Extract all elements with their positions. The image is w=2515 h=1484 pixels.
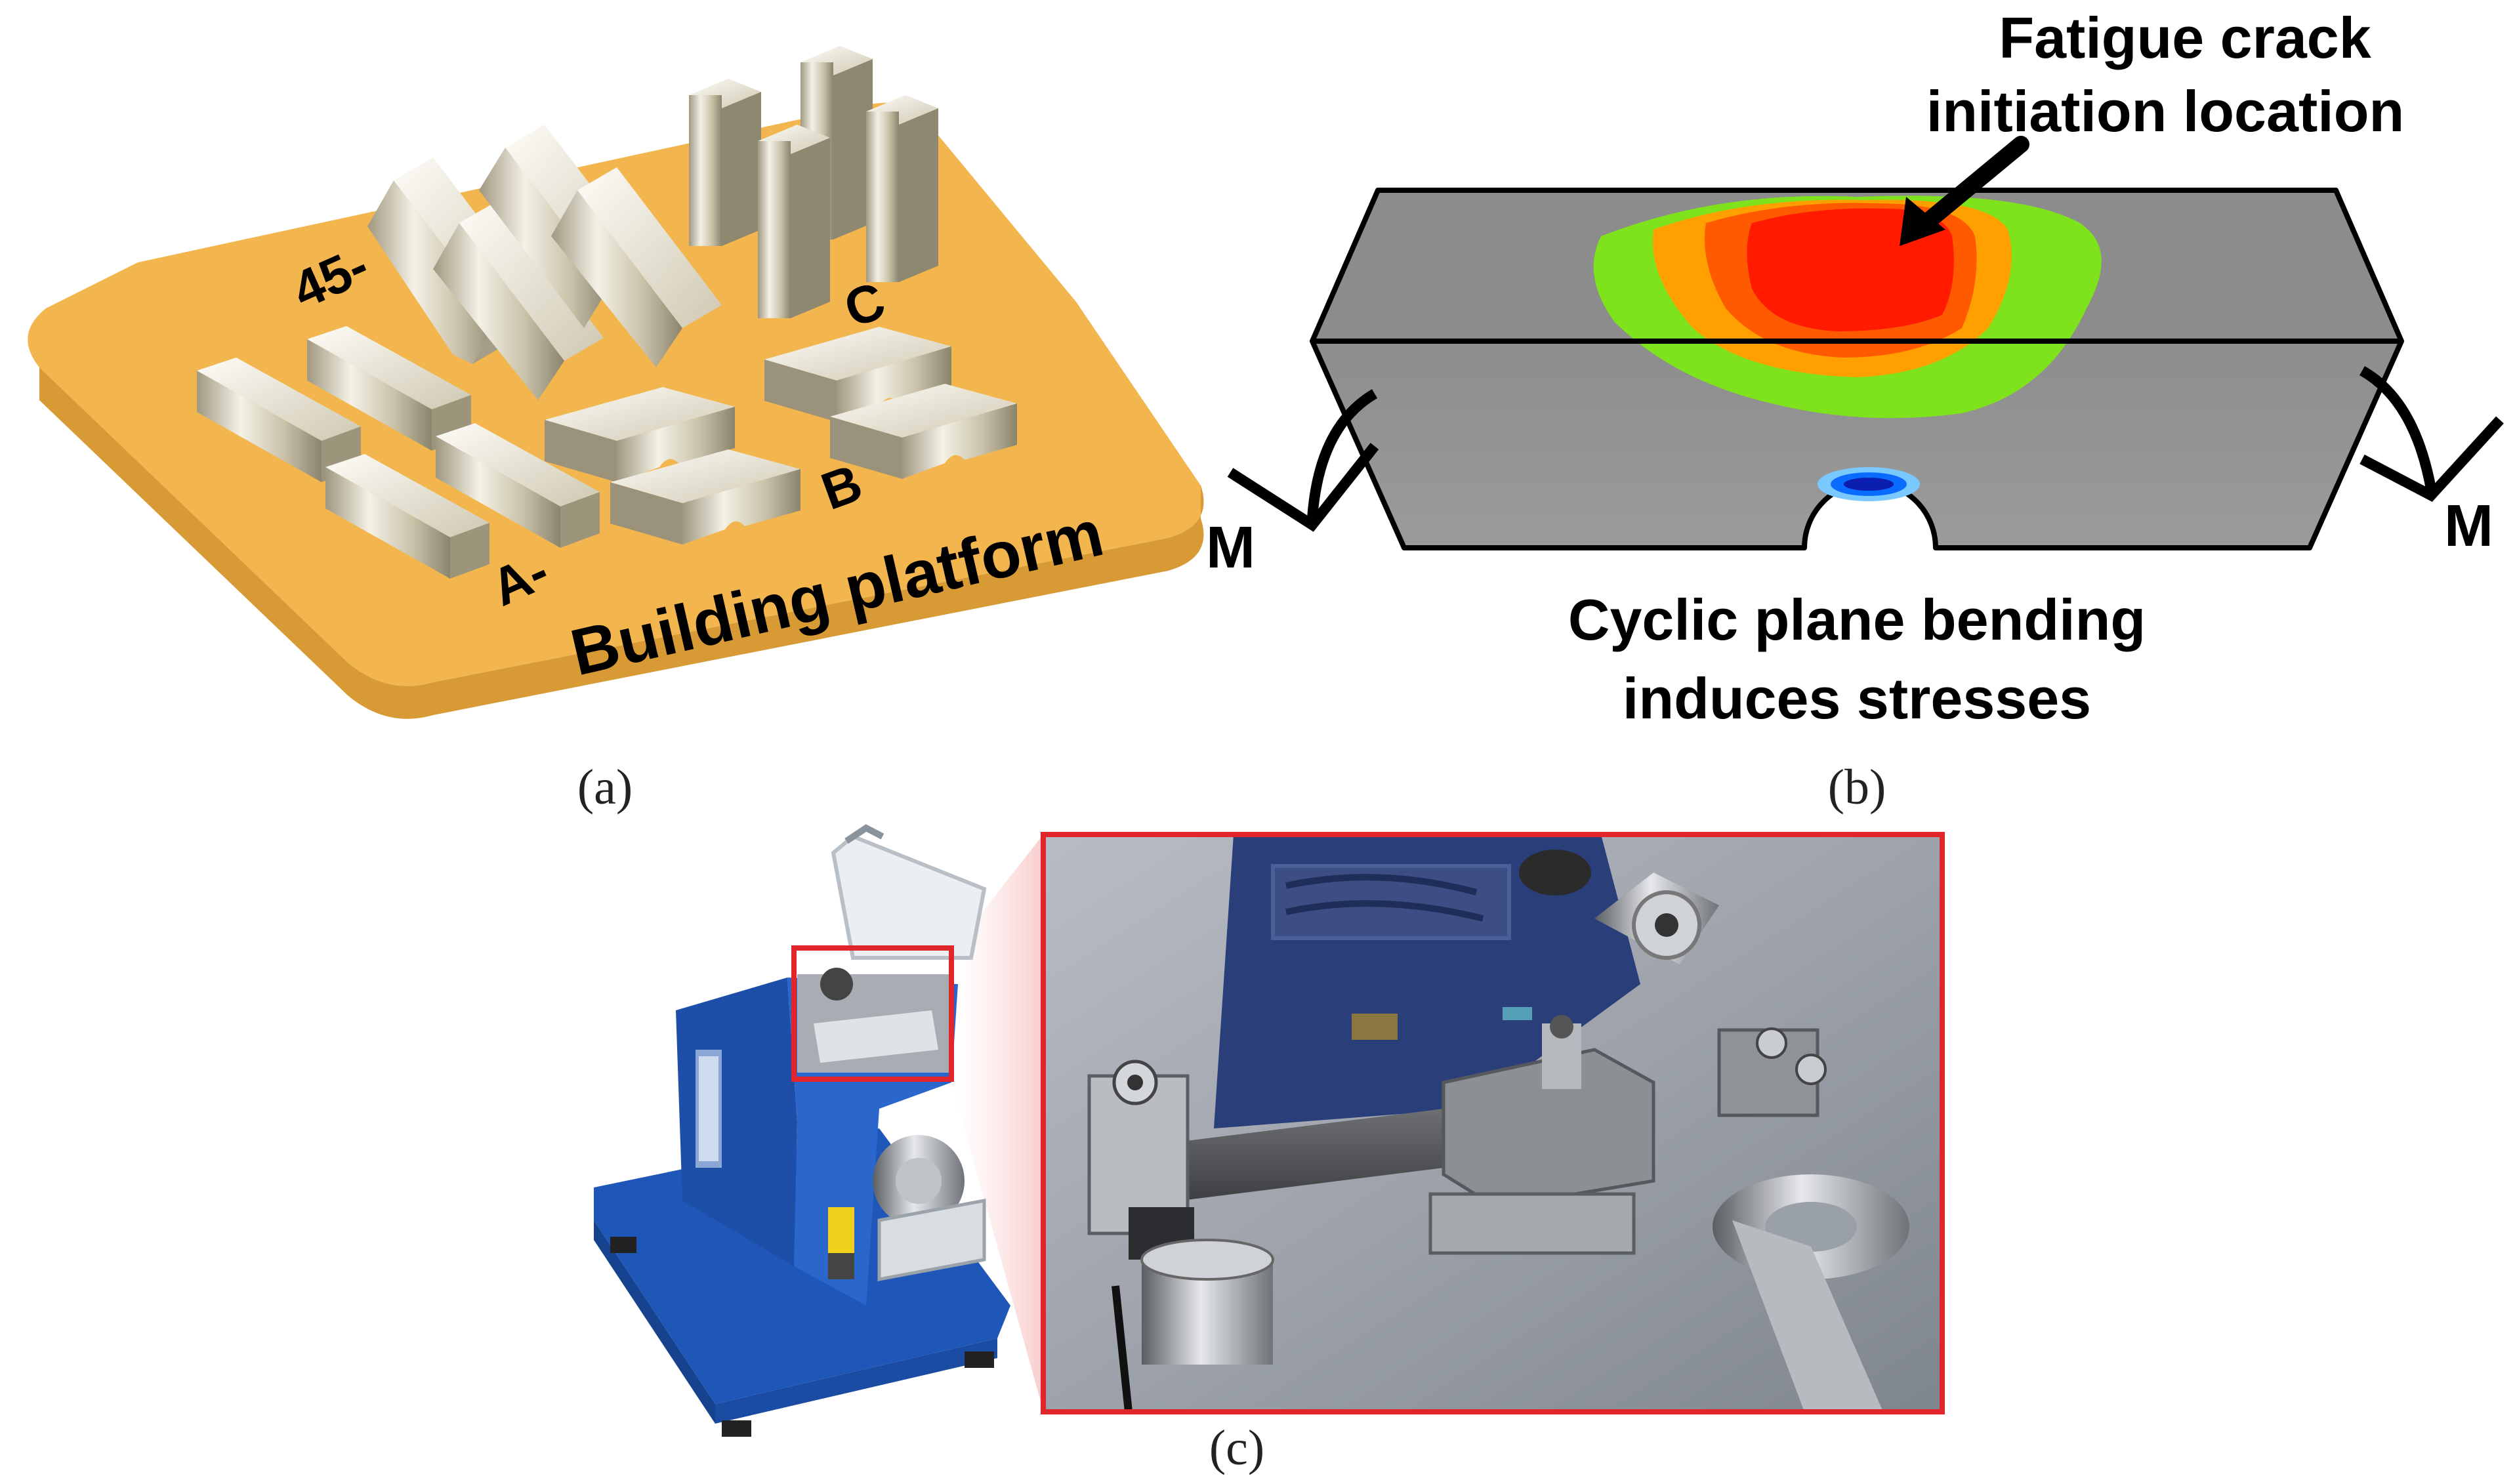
- panel-c: (c): [594, 824, 1945, 1475]
- caption-b: (b): [1828, 760, 1886, 815]
- moment-left-label: M: [1206, 515, 1255, 581]
- specimen-group-a: [197, 326, 600, 579]
- moment-right-symbol: [2359, 366, 2504, 502]
- moment-right-label: M: [2444, 493, 2493, 559]
- zoom-connector: [951, 835, 1043, 1411]
- moment-left-symbol: [1227, 389, 1379, 532]
- zoomed-detail-photo: [1041, 832, 1945, 1414]
- panel-a: 45- C B A- Building platform (a): [28, 46, 1204, 815]
- bending-line2: induces stresses: [1623, 666, 2091, 731]
- specimen-group-b: [545, 327, 1017, 545]
- specimen-group-c: [689, 46, 938, 318]
- caption-a: (a): [577, 760, 633, 815]
- zoom-source-box: [791, 945, 954, 1082]
- platform-side: [39, 367, 1204, 719]
- compression-contours: [1818, 467, 1920, 501]
- specimen-group-45: [367, 125, 722, 400]
- crack-arrow: [1900, 136, 2029, 246]
- bending-line1: Cyclic plane bending: [1568, 587, 2146, 652]
- caption-c: (c): [1209, 1420, 1264, 1475]
- crack-title-line1: Fatigue crack: [1999, 5, 2371, 70]
- crack-title-line2: initiation location: [1926, 79, 2404, 144]
- fatigue-machine-photo: [594, 824, 1010, 1437]
- panel-b: Fatigue crack initiation location: [1206, 5, 2504, 815]
- tension-contours: [1312, 196, 2401, 419]
- zoom-frame: [1041, 832, 1945, 1414]
